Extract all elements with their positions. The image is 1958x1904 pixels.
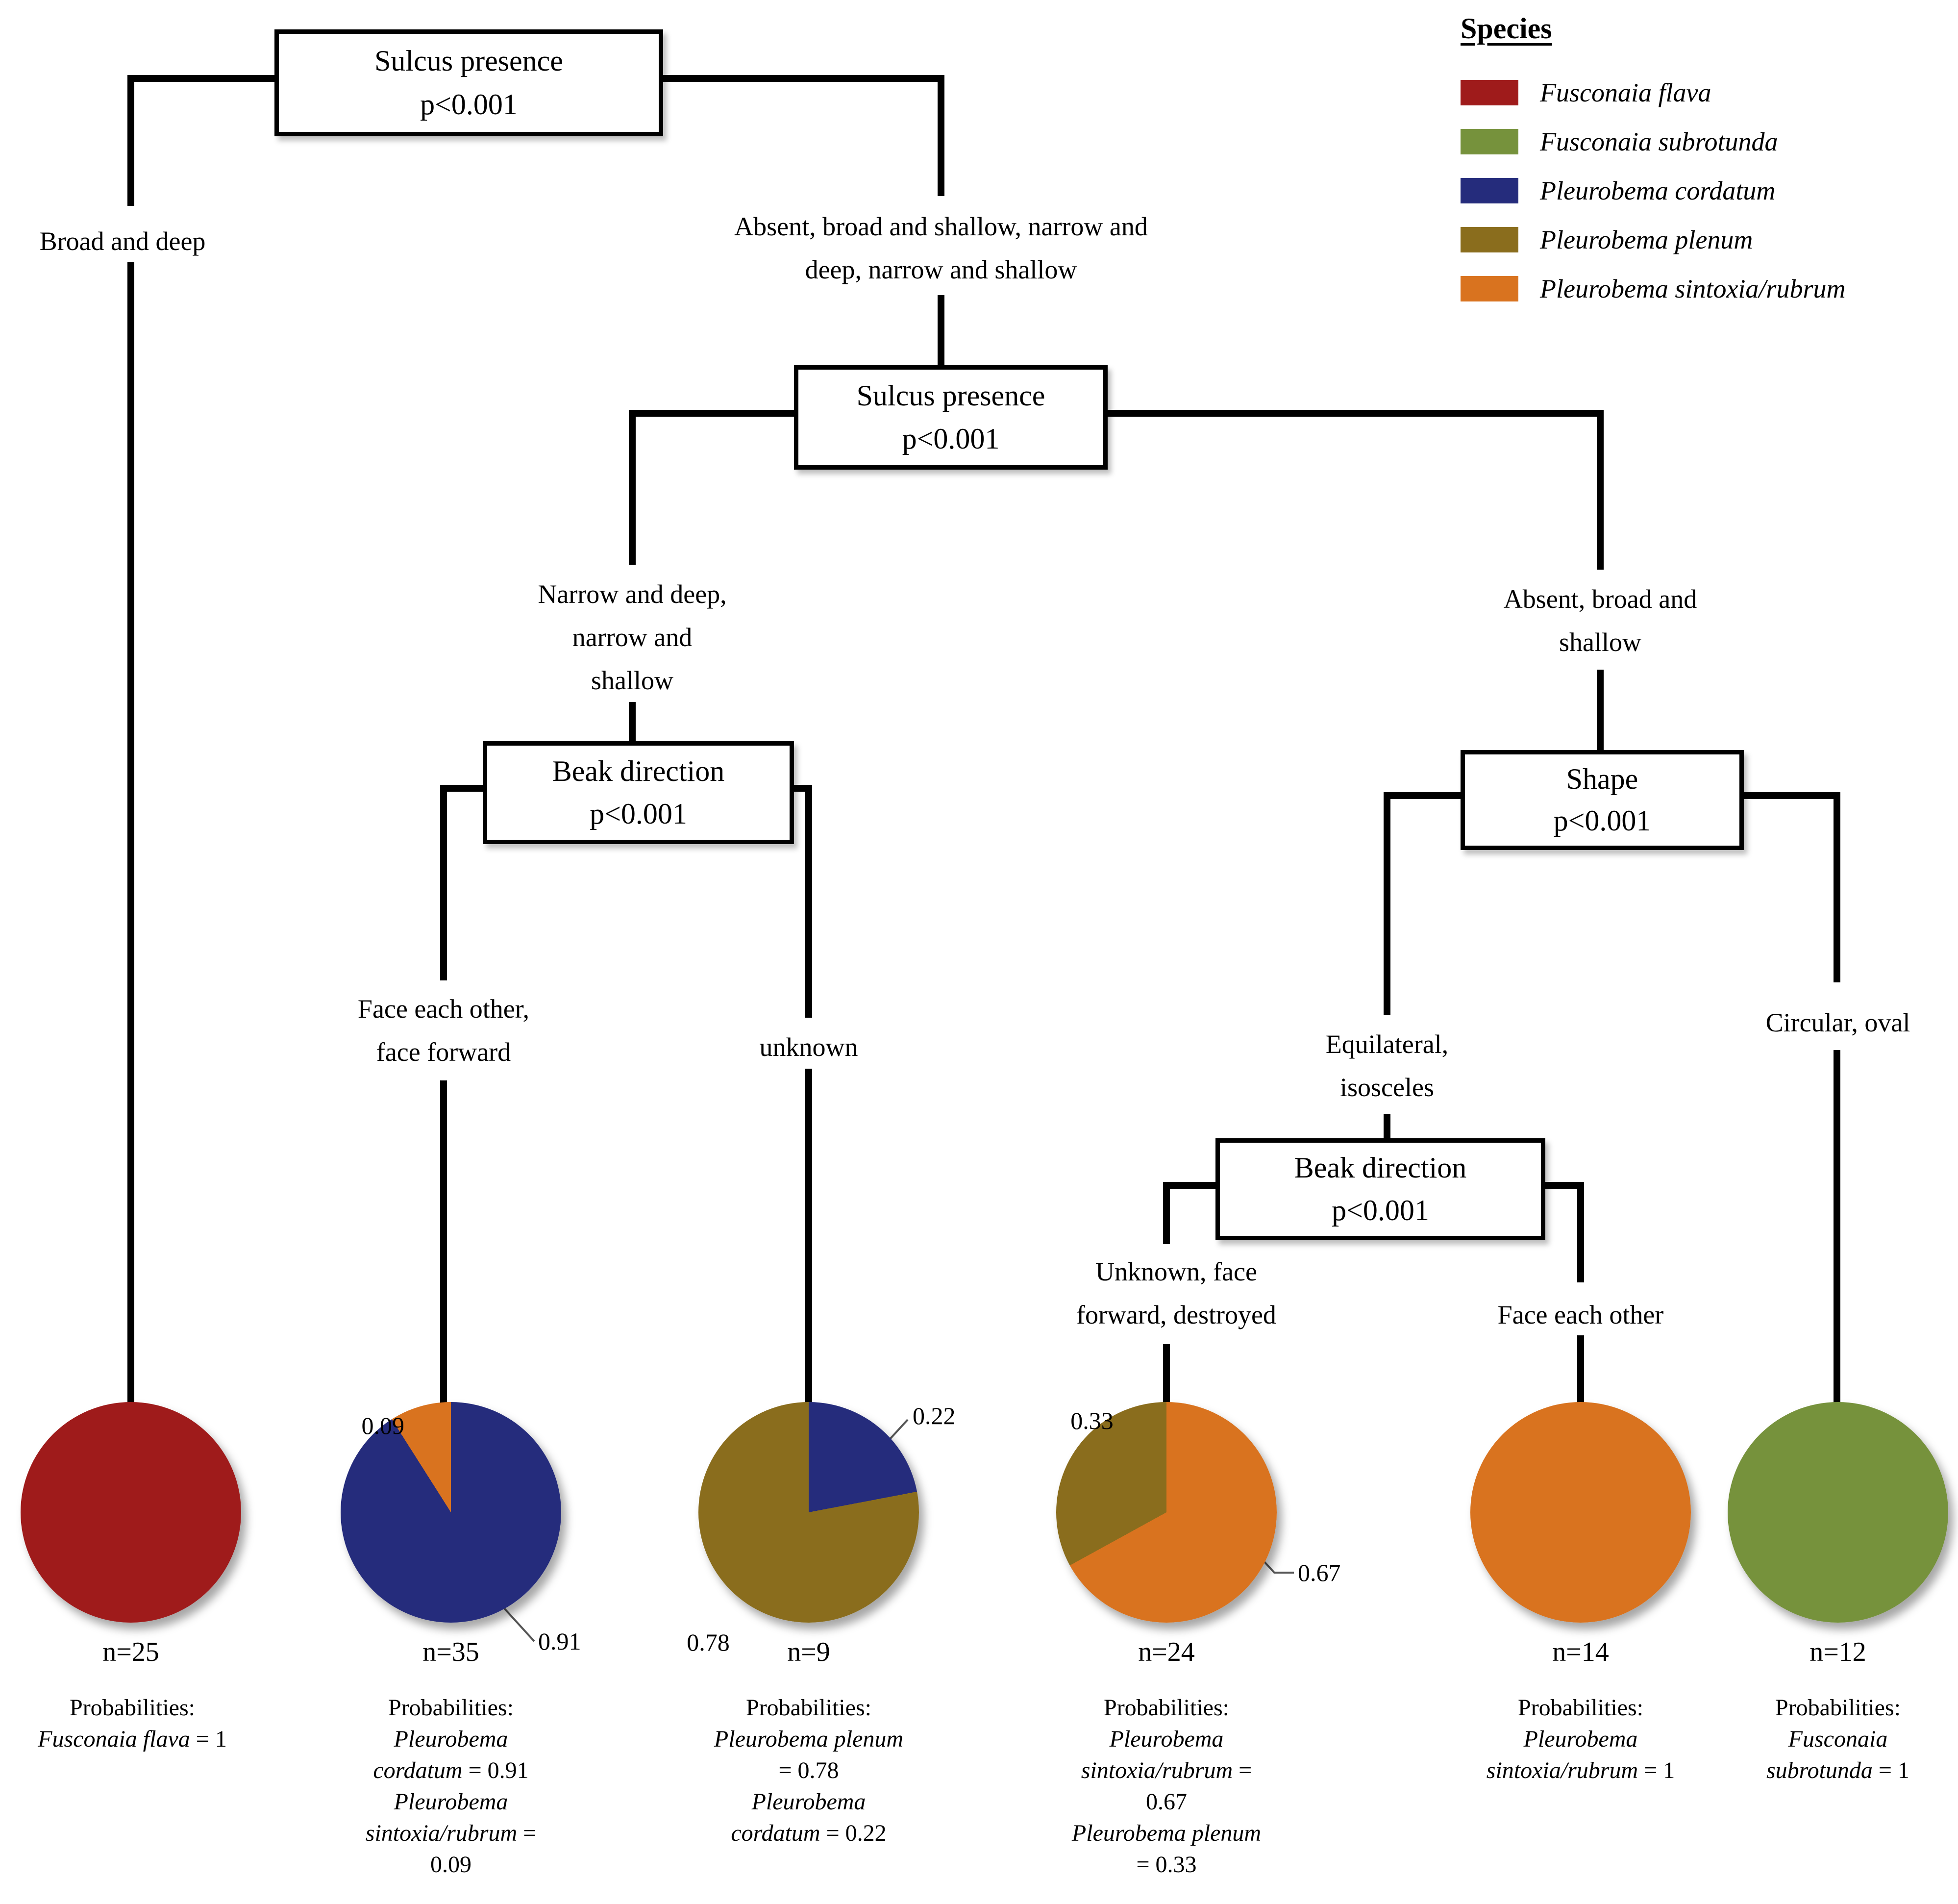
decision-node-sulcus-presence-2: Sulcus presence p<0.001 [794,365,1108,470]
sample-size-label: n=35 [422,1637,479,1667]
species-legend: Species Fusconaia flava Fusconaia subrot… [1461,12,1845,313]
node-title: Shape [1566,763,1638,795]
sample-size-label: n=14 [1552,1637,1609,1667]
legend-swatch-fusconaia-subrotunda [1461,129,1518,154]
branch-label-absent-broad-shallow-narrow: Absent, broad and shallow, narrow and de… [734,212,1148,284]
node-title: Sulcus presence [374,44,563,77]
probability-title: Probabilities: [1518,1695,1643,1721]
sample-size-label: n=12 [1809,1637,1866,1667]
slice-value-label: 0.91 [538,1628,581,1655]
sample-size-label: n=25 [102,1637,159,1667]
decision-node-beak-direction-1: Beak direction p<0.001 [483,741,794,844]
slice-value-label: 0.33 [1070,1407,1114,1434]
branch-label-narrow-deep-narrow-shallow: Narrow and deep, narrow and shallow [538,579,727,695]
legend-title: Species [1461,12,1552,45]
node-pvalue: p<0.001 [1553,804,1651,837]
probability-entries: Fusconaia flava = 1 [38,1726,227,1752]
legend-item: Pleurobema plenum [1461,215,1845,264]
node-pvalue: p<0.001 [902,423,1000,455]
branch-label-face-each-other: Face each other [1497,1300,1664,1329]
probability-block: Probabilities: Pleurobema sintoxia/rubru… [1485,1692,1676,1786]
legend-species-name: Pleurobema plenum [1540,225,1753,254]
probability-entries: Fusconaia subrotunda = 1 [1766,1726,1909,1783]
legend-swatch-pleurobema-sintoxia-rubrum [1461,276,1518,301]
sample-size-label: n=9 [787,1637,830,1667]
legend-item: Pleurobema sintoxia/rubrum [1461,264,1845,313]
probability-block: Probabilities: Fusconaia subrotunda = 1 [1742,1692,1933,1786]
probability-title: Probabilities: [1775,1695,1901,1721]
legend-swatch-fusconaia-flava [1461,80,1518,105]
slice-value-label: 0.09 [361,1412,405,1439]
branch-label-circular-oval: Circular, oval [1765,1008,1910,1037]
legend-item: Fusconaia subrotunda [1461,117,1845,166]
legend-species-name: Fusconaia flava [1540,78,1711,107]
probability-block: Probabilities: Fusconaia flava = 1 [0,1692,265,1755]
decision-node-sulcus-presence-1: Sulcus presence p<0.001 [274,29,663,136]
probability-title: Probabilities: [746,1695,871,1721]
branch-label-broad-and-deep: Broad and deep [39,226,206,256]
pie-chart-n24-sintoxia-plenum [1056,1402,1277,1623]
node-pvalue: p<0.001 [590,798,687,830]
probability-block: Probabilities: Pleurobema sintoxia/rubru… [1071,1692,1262,1880]
branch-label-absent-broad-and-shallow: Absent, broad and shallow [1503,584,1697,657]
legend-item: Fusconaia flava [1461,68,1845,117]
node-title: Sulcus presence [856,379,1045,412]
probability-title: Probabilities: [388,1695,514,1721]
legend-species-name: Pleurobema sintoxia/rubrum [1540,274,1846,303]
legend-swatch-pleurobema-plenum [1461,227,1518,252]
pie-chart-n14-sintoxia [1470,1402,1691,1623]
probability-title: Probabilities: [70,1695,195,1721]
decision-node-beak-direction-2: Beak direction p<0.001 [1215,1138,1545,1240]
pie-chart-n9-plenum-cordatum [698,1402,919,1623]
slice-value-label: 0.67 [1298,1559,1341,1586]
branch-label-equilateral-isosceles: Equilateral, isosceles [1325,1029,1449,1102]
pie-chart-n12-subrotunda [1728,1402,1948,1623]
probability-block: Probabilities: Pleurobema cordatum = 0.9… [355,1692,546,1880]
node-pvalue: p<0.001 [1332,1194,1429,1227]
probability-entries: Pleurobema sintoxia/rubrum = 1 [1486,1726,1675,1783]
pie-chart-n25-fusconaia-flava [21,1402,241,1623]
slice-value-label: 0.22 [913,1402,956,1429]
branch-label-face-each-other-face-forward: Face each other, face forward [357,994,530,1067]
probability-title: Probabilities: [1104,1695,1229,1721]
node-pvalue: p<0.001 [420,88,518,121]
pie-chart-n35-cordatum-sintoxia [341,1402,561,1623]
branch-label-unknown-face-forward-destroyed: Unknown, face forward, destroyed [1076,1257,1276,1329]
branch-label-unknown: unknown [759,1032,858,1062]
legend-swatch-pleurobema-cordatum [1461,178,1518,203]
legend-item: Pleurobema cordatum [1461,166,1845,215]
legend-species-name: Pleurobema cordatum [1540,176,1776,205]
legend-species-name: Fusconaia subrotunda [1540,127,1778,156]
sample-size-label: n=24 [1138,1637,1195,1667]
node-title: Beak direction [1294,1152,1467,1184]
node-title: Beak direction [552,755,725,787]
slice-value-label: 0.78 [687,1628,730,1656]
decision-node-shape: Shape p<0.001 [1461,750,1744,850]
